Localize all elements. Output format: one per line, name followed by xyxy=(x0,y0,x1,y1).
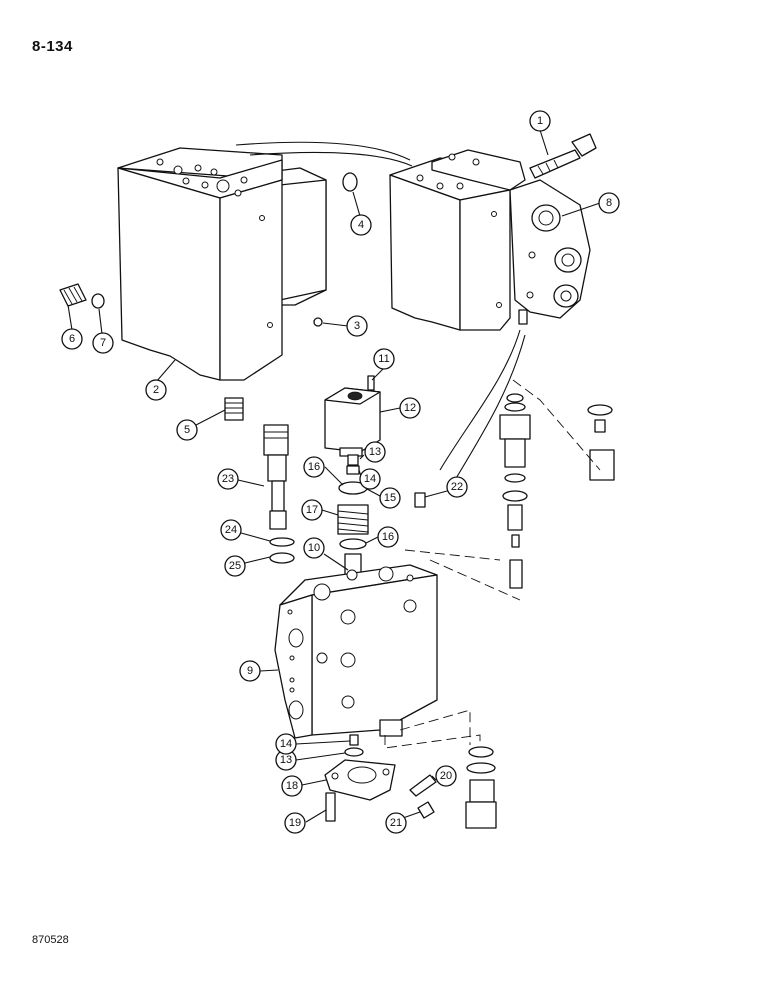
svg-text:4: 4 xyxy=(358,219,364,231)
spring xyxy=(409,774,437,797)
alignment-line xyxy=(429,559,521,601)
svg-text:1: 1 xyxy=(537,115,543,127)
callout-14: 14 xyxy=(359,468,381,490)
reference-code: 870528 xyxy=(32,934,69,946)
tie-line xyxy=(454,334,526,481)
alignment-line xyxy=(404,549,501,561)
valve-section-front-inlet xyxy=(389,149,591,331)
cap-screw xyxy=(325,792,336,822)
svg-text:6: 6 xyxy=(69,333,75,345)
svg-text:9: 9 xyxy=(247,665,253,677)
check-valve-cartridge xyxy=(499,393,531,589)
svg-text:21: 21 xyxy=(390,817,402,829)
lower-cartridge xyxy=(465,746,497,829)
small-bolt xyxy=(414,492,426,508)
o-ring-small xyxy=(313,317,323,327)
svg-text:3: 3 xyxy=(354,320,360,332)
svg-text:15: 15 xyxy=(384,492,396,504)
callout-11: 11 xyxy=(373,348,395,370)
valve-section-main xyxy=(274,564,438,739)
backup-ring xyxy=(269,552,295,564)
callout-9: 9 xyxy=(239,660,261,682)
svg-text:12: 12 xyxy=(404,402,416,414)
callout-18: 18 xyxy=(281,775,303,797)
tie-line xyxy=(249,151,413,167)
svg-text:20: 20 xyxy=(440,770,452,782)
plug-cap xyxy=(91,293,105,309)
callout-7: 7 xyxy=(92,332,114,354)
svg-text:10: 10 xyxy=(308,542,320,554)
washer xyxy=(344,747,364,757)
alignment-line xyxy=(512,379,601,471)
callout-16: 16 xyxy=(377,526,399,548)
svg-text:19: 19 xyxy=(289,817,301,829)
plug xyxy=(59,283,87,307)
callout-22: 22 xyxy=(446,476,468,498)
callout-17: 17 xyxy=(301,499,323,521)
seal xyxy=(269,537,295,547)
callout-19: 19 xyxy=(284,812,306,834)
svg-text:24: 24 xyxy=(225,524,237,536)
alignment-line xyxy=(384,734,481,749)
tie-line xyxy=(235,141,411,161)
svg-text:13: 13 xyxy=(369,446,381,458)
alignment-line xyxy=(399,709,471,745)
svg-text:14: 14 xyxy=(364,473,376,485)
callout-16: 16 xyxy=(303,456,325,478)
svg-text:13: 13 xyxy=(280,754,292,766)
svg-text:16: 16 xyxy=(308,461,320,473)
svg-text:5: 5 xyxy=(184,424,190,436)
callout-3: 3 xyxy=(346,315,368,337)
svg-text:25: 25 xyxy=(229,560,241,572)
callout-24: 24 xyxy=(220,519,242,541)
screw xyxy=(349,734,359,746)
svg-text:16: 16 xyxy=(382,531,394,543)
svg-text:7: 7 xyxy=(100,337,106,349)
callout-1: 1 xyxy=(529,110,551,132)
callout-20: 20 xyxy=(435,765,457,787)
callout-14: 14 xyxy=(275,733,297,755)
solenoid-coil xyxy=(324,375,381,457)
callout-23: 23 xyxy=(217,468,239,490)
end-cover xyxy=(324,759,396,801)
callout-2: 2 xyxy=(145,379,167,401)
callout-12: 12 xyxy=(399,397,421,419)
svg-text:14: 14 xyxy=(280,738,292,750)
o-ring xyxy=(342,172,358,192)
svg-text:2: 2 xyxy=(153,384,159,396)
callout-5: 5 xyxy=(176,419,198,441)
svg-text:23: 23 xyxy=(222,473,234,485)
set-screw xyxy=(417,801,435,819)
callout-13: 13 xyxy=(364,441,386,463)
bolt xyxy=(529,133,597,179)
tie-line xyxy=(439,329,521,471)
callout-6: 6 xyxy=(61,328,83,350)
threaded-insert xyxy=(224,397,244,421)
page-number: 8-134 xyxy=(32,38,73,55)
svg-text:22: 22 xyxy=(451,481,463,493)
svg-text:8: 8 xyxy=(606,197,612,209)
svg-text:17: 17 xyxy=(306,504,318,516)
relief-valve-cartridge xyxy=(263,424,289,530)
callout-15: 15 xyxy=(379,487,401,509)
load-check-cartridge xyxy=(587,404,615,481)
svg-text:18: 18 xyxy=(286,780,298,792)
callout-4: 4 xyxy=(350,214,372,236)
callout-8: 8 xyxy=(598,192,620,214)
svg-text:11: 11 xyxy=(378,353,389,365)
callout-25: 25 xyxy=(224,555,246,577)
callout-10: 10 xyxy=(303,537,325,559)
callout-21: 21 xyxy=(385,812,407,834)
valve-section-rear xyxy=(117,147,327,381)
